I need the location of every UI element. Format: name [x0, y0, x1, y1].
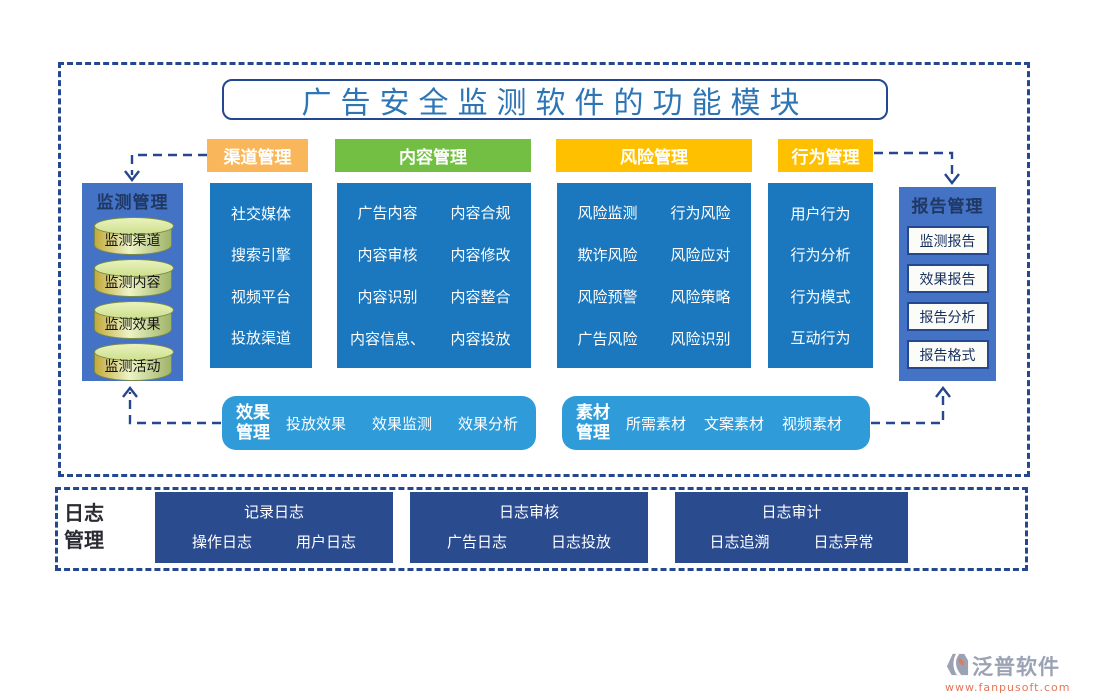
behavior-item: 用户行为	[790, 205, 851, 224]
monitor-panel-title: 监测管理	[96, 193, 169, 213]
material-item: 文案素材	[704, 414, 765, 433]
log-item: 操作日志	[191, 533, 252, 551]
effect-bar-title: 效果管理	[236, 402, 270, 443]
content-item: 内容合规	[450, 203, 511, 222]
log-item: 广告日志	[446, 533, 507, 551]
effect-item: 效果分析	[458, 414, 519, 433]
report-item-box: 报告格式	[906, 340, 989, 369]
cylinder-label: 监测活动	[104, 359, 161, 375]
log-group-items: 广告日志 日志投放	[410, 531, 648, 552]
log-dashed-frame	[55, 487, 1028, 571]
material-bar-title: 素材管理	[576, 402, 610, 443]
log-management-label: 日志管理	[64, 501, 104, 552]
behavior-item: 互动行为	[790, 328, 851, 347]
risk-item: 风险识别	[670, 330, 731, 349]
content-items-panel: 广告内容 内容合规 内容审核 内容修改 内容识别 内容整合 内容信息、 内容投放	[337, 183, 531, 368]
report-panel-title: 报告管理	[911, 197, 984, 217]
report-item-box: 效果报告	[906, 264, 989, 293]
effect-bar-items: 投放效果 效果监测 效果分析	[286, 413, 518, 434]
content-item: 内容投放	[450, 330, 511, 349]
header-channel-management: 渠道管理	[207, 139, 308, 172]
fanpu-logo-icon	[945, 652, 970, 681]
channel-item: 社交媒体	[230, 205, 291, 224]
header-risk-management: 风险管理	[556, 139, 752, 172]
content-item: 内容审核	[357, 245, 418, 264]
database-cylinder: 监测渠道	[93, 217, 174, 255]
database-cylinder: 监测效果	[93, 301, 174, 339]
log-item: 用户日志	[296, 533, 357, 551]
brand-name: 泛普软件	[972, 655, 1060, 679]
log-group-record: 记录日志 操作日志 用户日志	[155, 492, 393, 563]
report-management-panel: 报告管理 监测报告 效果报告 报告分析 报告格式	[899, 187, 996, 381]
content-item: 内容修改	[450, 245, 511, 264]
database-cylinder: 监测内容	[93, 259, 174, 297]
log-item: 日志异常	[813, 533, 874, 551]
log-group-review: 日志审核 广告日志 日志投放	[410, 492, 648, 563]
log-group-items: 操作日志 用户日志	[155, 531, 393, 552]
effect-item: 效果监测	[372, 414, 433, 433]
report-item-box: 监测报告	[906, 226, 989, 255]
effect-management-bar: 效果管理 投放效果 效果监测 效果分析	[222, 396, 536, 450]
risk-item: 风险预警	[577, 288, 638, 307]
material-bar-items: 所需素材 文案素材 视频素材	[626, 413, 842, 434]
log-group-audit: 日志审计 日志追溯 日志异常	[675, 492, 908, 563]
risk-item: 风险应对	[670, 245, 731, 264]
header-content-management: 内容管理	[335, 139, 531, 172]
log-item: 日志投放	[551, 533, 612, 551]
content-item: 广告内容	[357, 203, 418, 222]
behavior-item: 行为模式	[790, 287, 851, 306]
risk-item: 欺诈风险	[577, 245, 638, 264]
channel-items-panel: 社交媒体 搜索引擎 视频平台 投放渠道	[210, 183, 312, 368]
log-group-items: 日志追溯 日志异常	[675, 531, 908, 552]
material-item: 视频素材	[782, 414, 843, 433]
cylinder-label: 监测效果	[104, 317, 161, 333]
brand-url: www.fanpusoft.com	[945, 681, 1071, 694]
channel-item: 搜索引擎	[230, 246, 291, 265]
cylinder-label: 监测内容	[104, 275, 161, 291]
channel-item: 视频平台	[230, 287, 291, 306]
material-item: 所需素材	[626, 414, 687, 433]
content-item: 内容识别	[357, 288, 418, 307]
content-item: 内容整合	[450, 288, 511, 307]
risk-item: 风险监测	[577, 203, 638, 222]
risk-item: 风险策略	[670, 288, 731, 307]
monitor-management-panel: 监测管理 监测渠道 监测内容 监测效果 监测活动	[82, 183, 183, 381]
behavior-item: 行为分析	[790, 246, 851, 265]
effect-item: 投放效果	[286, 414, 347, 433]
header-behavior-management: 行为管理	[778, 139, 873, 172]
channel-item: 投放渠道	[230, 328, 291, 347]
report-item-box: 报告分析	[906, 302, 989, 331]
cylinder-label: 监测渠道	[104, 233, 161, 249]
diagram-title-box: 广告安全监测软件的功能模块	[222, 79, 888, 121]
log-group-title: 日志审计	[761, 503, 822, 521]
brand-logo: 泛普软件 www.fanpusoft.com	[945, 651, 1070, 694]
log-group-title: 记录日志	[243, 503, 304, 521]
behavior-items-panel: 用户行为 行为分析 行为模式 互动行为	[768, 183, 873, 368]
material-management-bar: 素材管理 所需素材 文案素材 视频素材	[562, 396, 870, 450]
brand-row: 泛普软件	[945, 651, 1070, 681]
content-item: 内容信息、	[349, 330, 425, 349]
risk-item: 广告风险	[577, 330, 638, 349]
log-item: 日志追溯	[709, 533, 770, 551]
diagram-title: 广告安全监测软件的功能模块	[301, 85, 809, 121]
risk-item: 行为风险	[670, 203, 731, 222]
log-group-title: 日志审核	[498, 503, 559, 521]
risk-items-panel: 风险监测 行为风险 欺诈风险 风险应对 风险预警 风险策略 广告风险 风险识别	[557, 183, 751, 368]
database-cylinder: 监测活动	[93, 343, 174, 381]
main-dashed-frame	[58, 62, 1030, 477]
